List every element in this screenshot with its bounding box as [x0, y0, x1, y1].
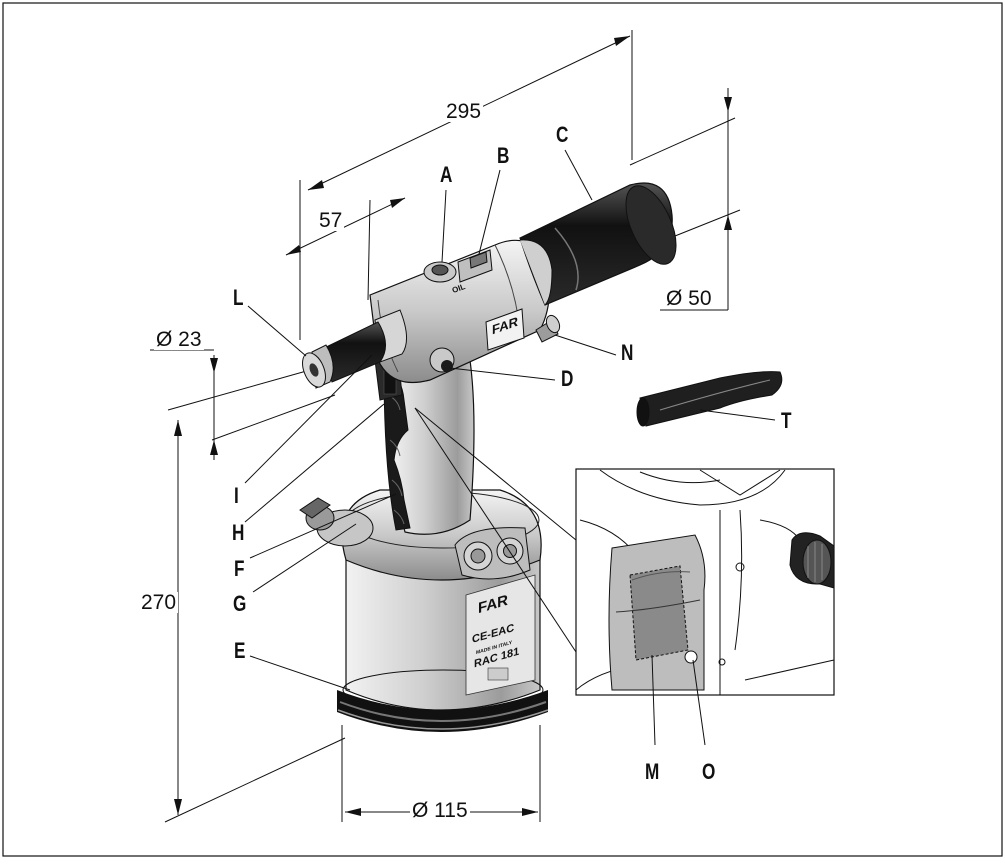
callout-h: H [232, 520, 245, 545]
callout-f: F [234, 556, 245, 581]
nose-piece [302, 309, 407, 389]
oil-filler-cap [423, 261, 457, 283]
callout-e: E [234, 638, 246, 663]
callout-b: B [497, 143, 510, 168]
dim-270: 270 [139, 591, 179, 614]
callout-leaders [244, 149, 776, 746]
rating-plate [465, 574, 536, 696]
twin-ports [454, 527, 531, 580]
dim-57: 57 [317, 209, 345, 232]
callout-a: A [440, 162, 453, 187]
callout-n: N [621, 340, 634, 365]
dim-diameter-50: Ø 50 [664, 287, 714, 310]
callout-g: G [233, 591, 247, 616]
dim-diameter-115: Ø 115 [410, 799, 470, 822]
callout-c: C [556, 122, 569, 147]
dimension-arrows [174, 36, 732, 816]
pistol-grip [383, 359, 475, 535]
callout-o: O [702, 759, 716, 784]
air-inlet [535, 314, 561, 343]
deflector-tube [636, 371, 783, 427]
detail-inset [414, 407, 835, 696]
air-cylinder [519, 182, 677, 306]
callout-t: T [781, 408, 792, 433]
callout-d: D [561, 366, 574, 391]
head-body [369, 239, 551, 384]
dim-diameter-23: Ø 23 [154, 328, 204, 351]
dim-295: 295 [444, 100, 484, 123]
callout-m: M [645, 759, 660, 784]
stroke-knob [429, 347, 455, 373]
callout-i: I [234, 483, 239, 508]
callout-l: L [233, 285, 244, 310]
